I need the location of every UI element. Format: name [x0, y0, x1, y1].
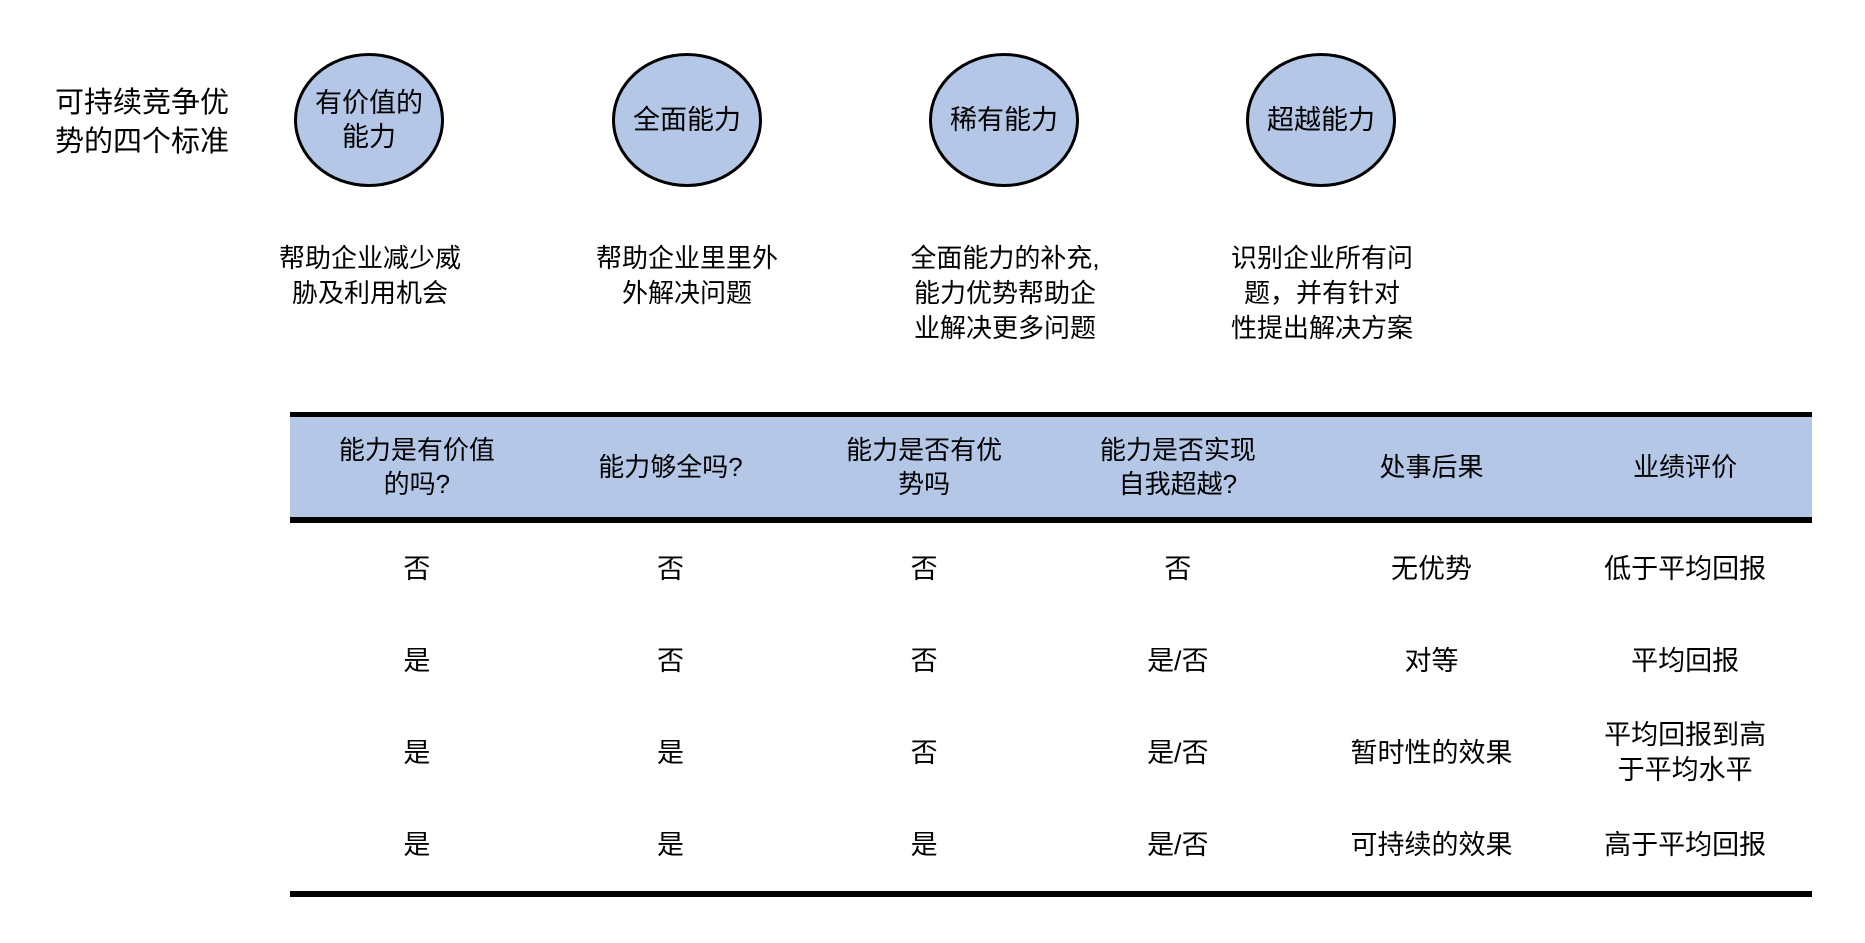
table-cell: 否 [403, 553, 431, 584]
table-row: 是 否 否 是/否 对等 平均回报 [290, 615, 1812, 707]
table-cell: 否 [910, 737, 938, 768]
table-cell: 是/否 [1147, 829, 1209, 860]
table-body: 否 否 否 否 无优势 低于平均回报 是 否 否 是/否 对等 平均回报 是 是… [290, 523, 1812, 897]
header-cell: 能力是否实现 自我超越? [1099, 435, 1256, 499]
table-cell: 平均回报到高 于平均水平 [1604, 720, 1767, 785]
table-cell: 对等 [1404, 645, 1459, 676]
header-cell: 能力是有价值 的吗? [338, 435, 495, 499]
criterion-circle-rare: 稀有能力 [929, 53, 1079, 187]
table-row: 否 否 否 否 无优势 低于平均回报 [290, 523, 1812, 615]
table-cell: 暂时性的效果 [1350, 737, 1513, 768]
table-cell: 否 [656, 553, 684, 584]
table-cell: 否 [656, 645, 684, 676]
table-cell: 是 [656, 737, 684, 768]
table-header-row: 能力是有价值 的吗? 能力够全吗? 能力是否有优 势吗 能力是否实现 自我超越?… [290, 412, 1812, 523]
criterion-circle-surpassing: 超越能力 [1246, 53, 1396, 187]
header-cell: 业绩评价 [1633, 452, 1738, 482]
header-cell: 能力够全吗? [598, 452, 743, 482]
criterion-circle-label: 稀有能力 [950, 105, 1058, 135]
table-cell: 否 [910, 645, 938, 676]
criterion-description: 识别企业所有问 题，并有针对 性提出解决方案 [1230, 243, 1413, 343]
table-cell: 无优势 [1390, 553, 1472, 584]
criterion-circle-label: 有价值的 能力 [315, 88, 423, 152]
criterion-circle-label: 全面能力 [633, 105, 741, 135]
page-title: 可持续竞争优 势的四个标准 [54, 87, 229, 158]
header-cell: 能力是否有优 势吗 [846, 435, 1003, 499]
table-cell: 否 [1164, 553, 1192, 584]
criterion-description: 帮助企业里里外 外解决问题 [595, 243, 778, 308]
table-cell: 是 [910, 829, 938, 860]
criterion-description: 全面能力的补充, 能力优势帮助企 业解决更多问题 [910, 243, 1100, 343]
table-cell: 是 [403, 645, 431, 676]
table-row: 是 是 是 是/否 可持续的效果 高于平均回报 [290, 799, 1812, 891]
table-cell: 是/否 [1147, 645, 1209, 676]
criterion-circle-label: 超越能力 [1267, 105, 1375, 135]
table-cell: 否 [910, 553, 938, 584]
criterion-circle-valuable: 有价值的 能力 [294, 53, 444, 187]
header-cell: 处事后果 [1379, 452, 1484, 482]
table-cell: 是 [403, 737, 431, 768]
capability-table: 能力是有价值 的吗? 能力够全吗? 能力是否有优 势吗 能力是否实现 自我超越?… [290, 412, 1812, 897]
criterion-description: 帮助企业减少威 胁及利用机会 [278, 243, 461, 308]
table-cell: 高于平均回报 [1604, 829, 1767, 860]
table-cell: 是/否 [1147, 737, 1209, 768]
table-cell: 是 [656, 829, 684, 860]
criterion-circle-comprehensive: 全面能力 [612, 53, 762, 187]
table-cell: 是 [403, 829, 431, 860]
table-cell: 平均回报 [1631, 645, 1740, 676]
table-row: 是 是 否 是/否 暂时性的效果 平均回报到高 于平均水平 [290, 707, 1812, 799]
table-cell: 可持续的效果 [1350, 829, 1513, 860]
table-cell: 低于平均回报 [1604, 553, 1767, 584]
